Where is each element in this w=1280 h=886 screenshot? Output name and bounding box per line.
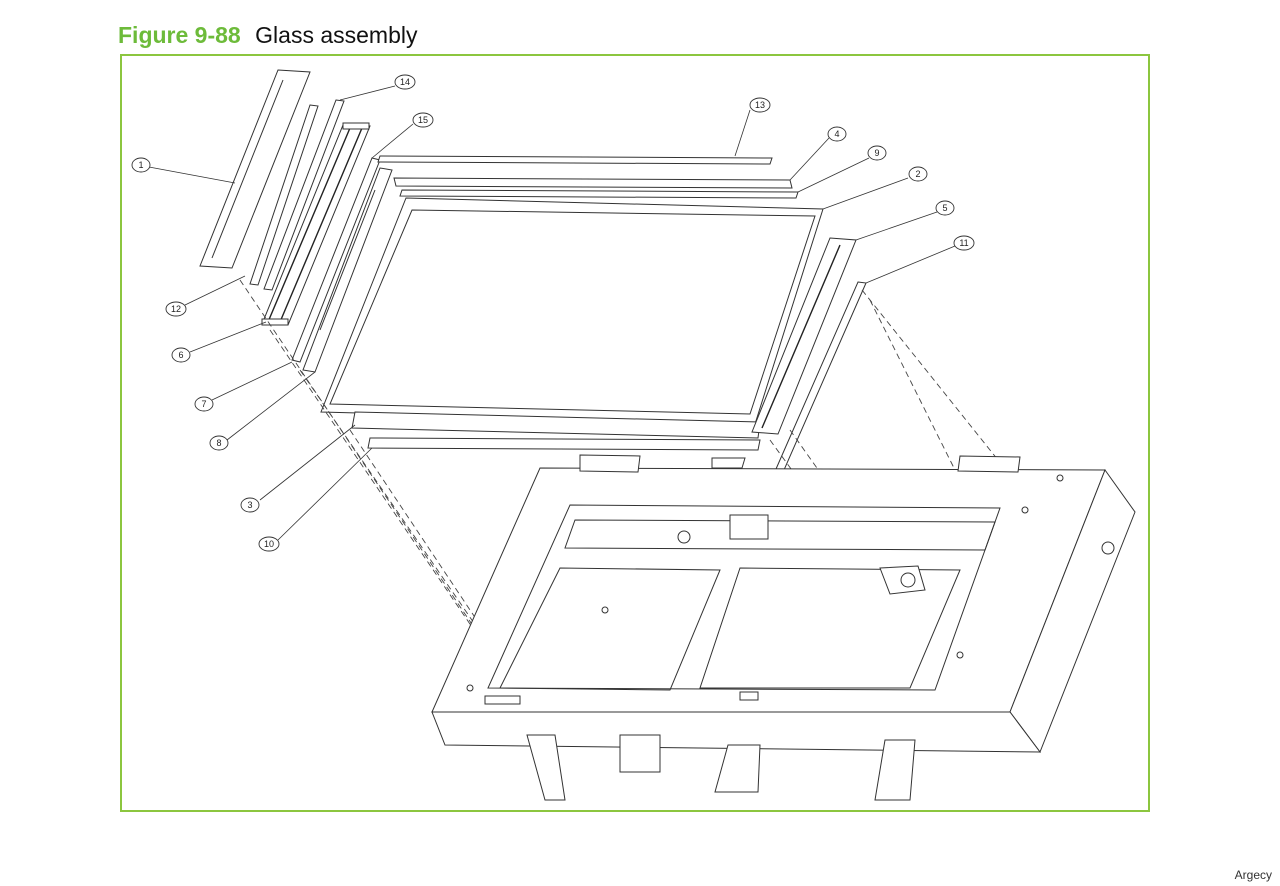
- callout-10: 10: [258, 536, 280, 552]
- callout-label: 9: [874, 148, 879, 158]
- part-right-rails: [751, 237, 867, 471]
- callout-4: 4: [827, 126, 847, 142]
- callout-label: 14: [400, 77, 410, 87]
- callout-13: 13: [749, 97, 771, 113]
- callout-3: 3: [240, 497, 260, 513]
- callout-label: 8: [216, 438, 221, 448]
- callout-label: 5: [942, 203, 947, 213]
- callout-label: 15: [418, 115, 428, 125]
- callout-8: 8: [209, 435, 229, 451]
- callout-label: 11: [959, 238, 968, 248]
- callout-label: 3: [247, 500, 252, 510]
- callout-label: 1: [138, 160, 143, 170]
- part-thin-strips-left: [249, 99, 345, 291]
- part-scan-bar: [261, 122, 371, 326]
- callout-label: 12: [171, 304, 181, 314]
- callout-1: 1: [131, 157, 151, 173]
- figure-caption: Glass assembly: [255, 22, 418, 48]
- callout-15: 15: [412, 112, 434, 128]
- callout-label: 10: [264, 539, 274, 549]
- callout-leaders: [148, 85, 956, 541]
- callout-12: 12: [165, 301, 187, 317]
- callout-5: 5: [935, 200, 955, 216]
- callout-label: 13: [755, 100, 765, 110]
- callout-label: 4: [834, 129, 839, 139]
- figure-number: Figure 9-88: [118, 22, 241, 48]
- figure-title: Figure 9-88 Glass assembly: [118, 20, 418, 50]
- part-top-strips: [377, 155, 799, 199]
- callout-7: 7: [194, 396, 214, 412]
- callout-label: 6: [178, 350, 183, 360]
- part-main-glass: [320, 197, 824, 425]
- part-base-chassis: [431, 454, 1136, 801]
- callout-14: 14: [394, 74, 416, 90]
- callout-9: 9: [867, 145, 887, 161]
- callout-6: 6: [171, 347, 191, 363]
- watermark: Argecy: [1234, 868, 1272, 882]
- part-side-frame: [291, 157, 393, 373]
- callout-2: 2: [908, 166, 928, 182]
- callout-11: 11: [953, 235, 975, 251]
- callout-label: 7: [201, 399, 206, 409]
- part-glass-strip-left: [199, 69, 311, 269]
- callout-label: 2: [915, 169, 920, 179]
- part-bottom-strips: [351, 411, 761, 451]
